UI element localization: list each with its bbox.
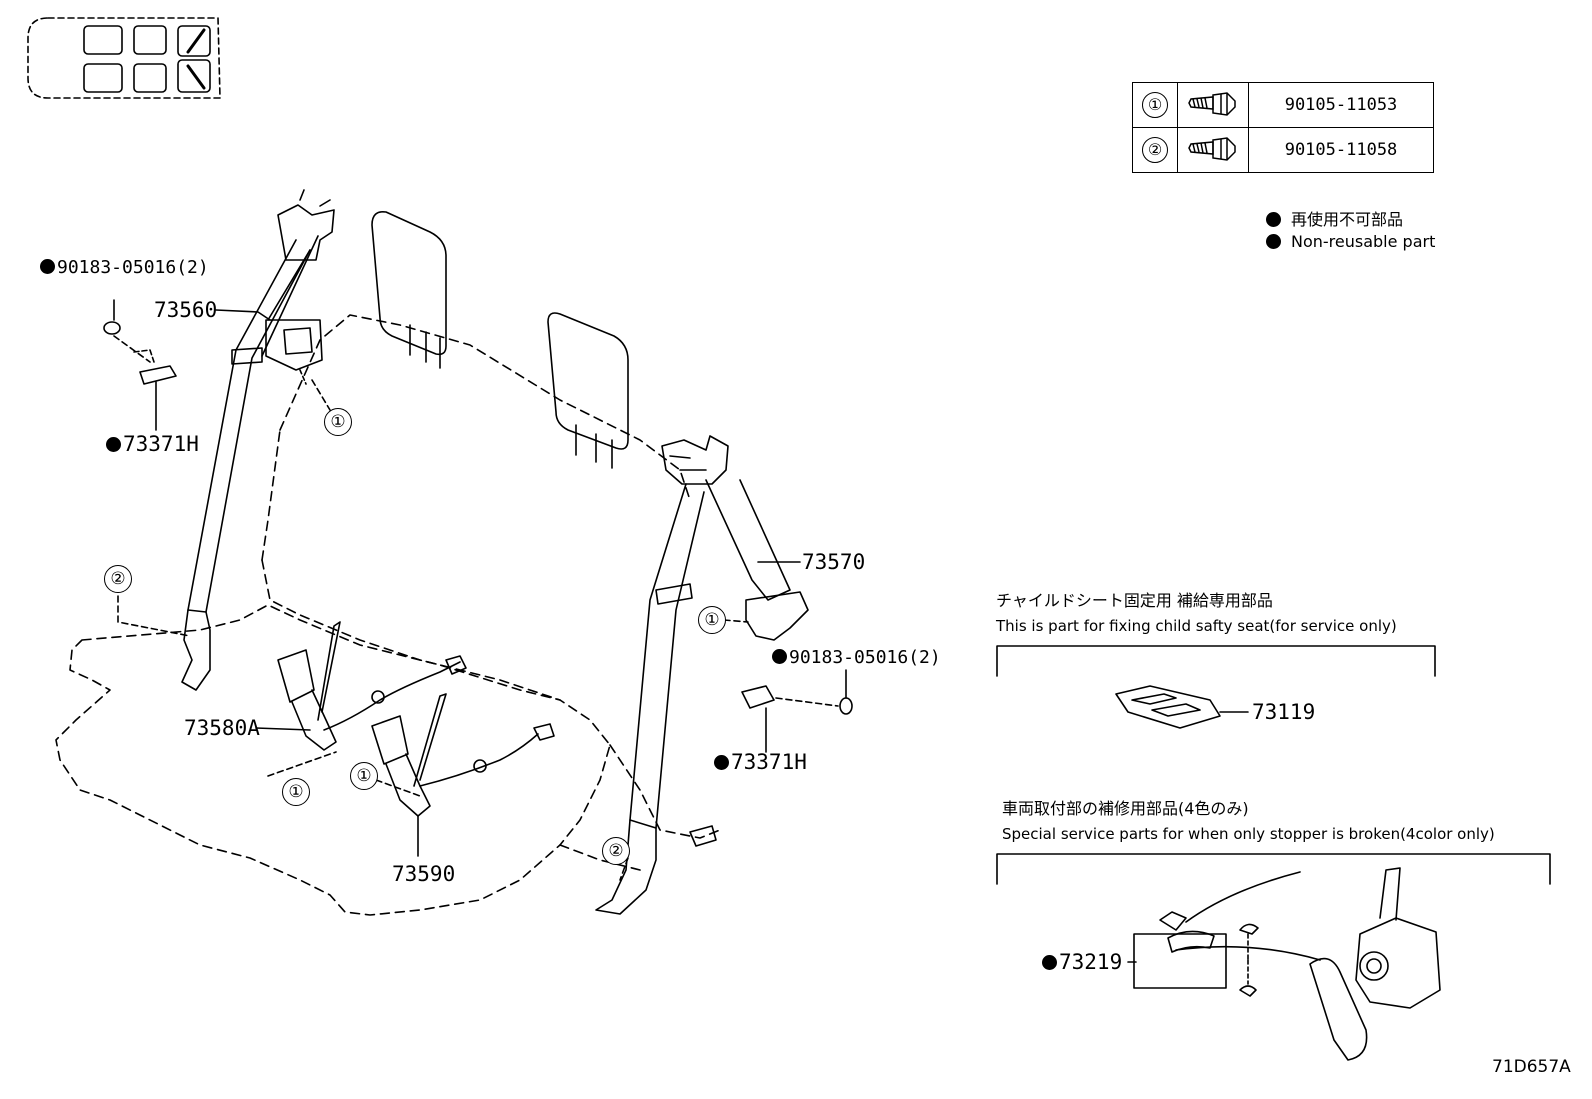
non-reusable-dot-icon xyxy=(714,755,729,770)
non-reusable-dot-icon xyxy=(1266,234,1281,249)
bolt-row: ② 90105-11058 xyxy=(1132,127,1434,173)
callout-bolt-1: ① xyxy=(282,778,310,806)
callout-bolt-1: ① xyxy=(324,408,352,436)
callout-bolt-2: ② xyxy=(602,837,630,865)
seatback-outline xyxy=(261,314,691,561)
stopper-caption-jp: 車両取付部の補修用部品(4色のみ) xyxy=(1002,799,1249,818)
non-reusable-dot-icon xyxy=(40,259,55,274)
belt-73560-art xyxy=(181,189,335,691)
label-90183-left[interactable]: 90183-05016(2) xyxy=(40,256,209,280)
label-90183-right[interactable]: 90183-05016(2) xyxy=(772,646,941,670)
label-73570[interactable]: 73570 xyxy=(802,550,866,574)
non-reusable-dot-icon xyxy=(1266,212,1281,227)
floor-pan-outline xyxy=(55,604,611,916)
child-seat-bracket xyxy=(996,645,1436,677)
belt-73570-art xyxy=(595,435,809,915)
bolt-icon xyxy=(1177,82,1249,128)
child-seat-caption-jp: チャイルドシート固定用 補給専用部品 xyxy=(996,591,1273,610)
cover-73371h-left-art xyxy=(139,365,177,385)
seat-position-icon xyxy=(27,17,221,99)
part-73219-art xyxy=(1133,867,1441,1061)
non-reusable-dot-icon xyxy=(106,437,121,452)
bolt-icon xyxy=(1177,127,1249,173)
bolt-part-number: 90105-11058 xyxy=(1248,127,1434,173)
stopper-bracket xyxy=(996,853,1551,885)
bolt-ref: ② xyxy=(1142,137,1168,163)
child-seat-caption-en: This is part for fixing child safty seat… xyxy=(996,617,1397,635)
callout-bolt-1: ① xyxy=(350,762,378,790)
bolt-ref: ① xyxy=(1142,92,1168,118)
label-73560[interactable]: 73560 xyxy=(154,298,218,322)
callout-bolt-1: ① xyxy=(698,606,726,634)
label-73580a[interactable]: 73580A xyxy=(184,716,260,740)
buckle-73590-art xyxy=(371,693,555,857)
legend-en: Non-reusable part xyxy=(1266,232,1435,251)
label-73371h-left[interactable]: 73371H xyxy=(106,432,199,456)
stopper-caption-en: Special service parts for when only stop… xyxy=(1002,825,1495,843)
non-reusable-dot-icon xyxy=(772,649,787,664)
label-73119[interactable]: 73119 xyxy=(1252,700,1316,724)
part-73119-art xyxy=(1115,685,1221,729)
diagram-code: 71D657A xyxy=(1492,1057,1571,1077)
bolt-table: ① 90105-11053 ② 90105-11058 xyxy=(1132,82,1434,173)
label-73371h-right[interactable]: 73371H xyxy=(714,750,807,774)
cover-73371h-right-art xyxy=(741,685,775,709)
callout-bolt-2: ② xyxy=(104,565,132,593)
non-reusable-dot-icon xyxy=(1042,955,1057,970)
buckle-73580a-art xyxy=(277,621,467,751)
headrest-left xyxy=(371,210,447,356)
bolt-row: ① 90105-11053 xyxy=(1132,82,1434,128)
label-73219[interactable]: 73219 xyxy=(1042,950,1122,974)
headrest-right xyxy=(547,312,629,450)
legend-jp: 再使用不可部品 xyxy=(1266,206,1403,230)
bolt-part-number: 90105-11053 xyxy=(1248,82,1434,128)
label-73590[interactable]: 73590 xyxy=(392,862,456,886)
